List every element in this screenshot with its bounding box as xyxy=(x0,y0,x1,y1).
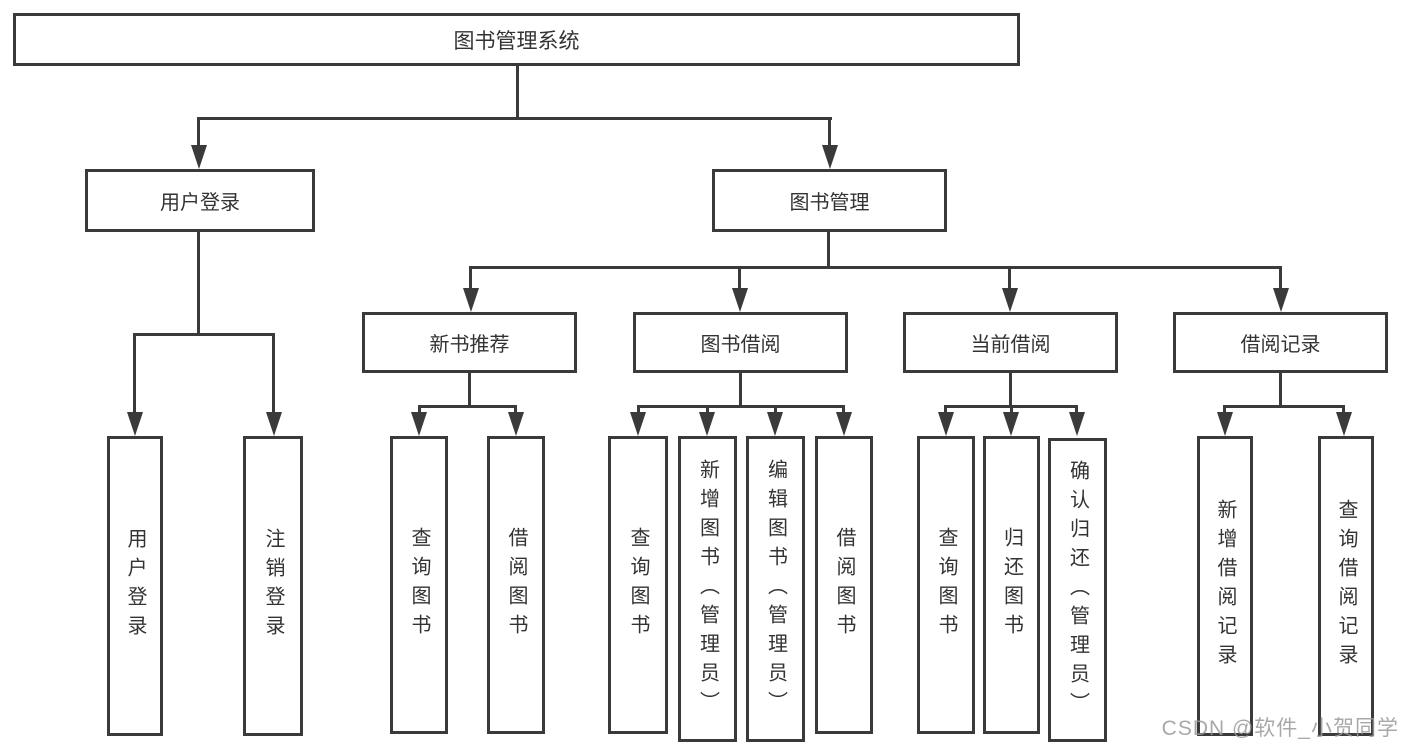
node-label: 查询借阅记录 xyxy=(1335,499,1357,673)
node-label: 用户登录 xyxy=(124,528,146,644)
node-current-borrowing: 当前借阅 xyxy=(903,312,1118,373)
connector-drop-leaf-user-login xyxy=(133,335,136,413)
node-label: 确认归还（管理员） xyxy=(1066,459,1089,721)
node-label: 图书管理系统 xyxy=(453,29,580,53)
leaf-user-login: 用户登录 xyxy=(107,436,163,736)
connector-drop-cb-confirm xyxy=(1075,407,1078,415)
connector-drop-bb-lend xyxy=(842,407,845,415)
node-new-book-recommendation: 新书推荐 xyxy=(362,312,577,373)
arrowhead-bb-query xyxy=(630,412,646,436)
node-label: 查询图书 xyxy=(408,527,430,643)
connector-root-stem xyxy=(516,66,519,120)
arrowhead-cb-query xyxy=(938,412,954,436)
node-label: 归还图书 xyxy=(1000,527,1023,643)
connector-drop-bb-add xyxy=(706,407,709,415)
node-root-library-management-system: 图书管理系统 xyxy=(13,13,1020,66)
arrowhead-new-book-rec xyxy=(463,288,479,312)
connector-drop-bb-query xyxy=(637,407,640,415)
csdn-watermark: CSDN @软件_小贺同学 xyxy=(1161,717,1399,740)
leaf-current-query-books: 查询图书 xyxy=(917,436,975,734)
arrowhead-nb-borrow xyxy=(508,412,524,436)
node-label: 借阅图书 xyxy=(505,527,527,643)
connector-mgmt-crossbar xyxy=(469,266,1282,269)
arrowhead-cb-return xyxy=(1003,412,1019,436)
node-label: 注销登录 xyxy=(262,528,284,644)
connector-drop-nb-borrow xyxy=(514,407,517,415)
connector-borrow-stem xyxy=(739,373,742,407)
connector-mgmt-stem xyxy=(827,231,830,269)
leaf-newrec-query-books: 查询图书 xyxy=(390,436,448,734)
node-book-management: 图书管理 xyxy=(712,169,947,232)
connector-root-crossbar xyxy=(197,117,832,120)
connector-drop-user-login xyxy=(197,119,200,147)
connector-drop-cb-return xyxy=(1010,407,1013,415)
connector-drop-nb-query xyxy=(418,407,421,415)
leaf-records-add-record: 新增借阅记录 xyxy=(1197,436,1253,736)
leaf-borrow-add-books-admin: 新增图书（管理员） xyxy=(678,436,737,742)
connector-drop-book-borrow xyxy=(738,268,741,290)
node-label: 借阅记录 xyxy=(1240,334,1321,356)
connector-newrec-crossbar xyxy=(418,405,517,408)
connector-user-crossbar xyxy=(133,333,275,336)
node-label: 编辑图书（管理员） xyxy=(764,458,787,720)
node-label: 借阅图书 xyxy=(833,527,855,643)
node-label: 当前借阅 xyxy=(970,334,1051,356)
leaf-borrow-edit-books-admin: 编辑图书（管理员） xyxy=(746,436,805,742)
arrowhead-borrow-records xyxy=(1273,288,1289,312)
arrowhead-nb-query xyxy=(411,412,427,436)
connector-newrec-stem xyxy=(468,373,471,407)
arrowhead-book-borrow xyxy=(732,288,748,312)
connector-drop-leaf-logout xyxy=(272,335,275,413)
arrowhead-leaf-user-login xyxy=(127,412,143,436)
arrowhead-bb-lend xyxy=(836,412,852,436)
node-user-login: 用户登录 xyxy=(85,169,315,232)
arrowhead-user-login xyxy=(191,145,207,169)
arrowhead-leaf-logout xyxy=(266,412,282,436)
connector-drop-book-mgmt xyxy=(828,119,831,147)
node-book-borrowing: 图书借阅 xyxy=(633,312,848,373)
arrowhead-rc-add xyxy=(1217,412,1233,436)
arrowhead-book-mgmt xyxy=(822,145,838,169)
connector-drop-new-book-rec xyxy=(469,268,472,290)
arrowhead-rc-query xyxy=(1336,412,1352,436)
node-label: 查询图书 xyxy=(935,527,957,643)
node-label: 新增借阅记录 xyxy=(1214,499,1236,673)
leaf-logout: 注销登录 xyxy=(243,436,303,736)
connector-borrow-crossbar xyxy=(637,405,845,408)
node-label: 图书管理 xyxy=(789,192,870,214)
node-label: 查询图书 xyxy=(627,527,649,643)
node-label: 用户登录 xyxy=(160,192,240,214)
arrowhead-bb-add xyxy=(699,412,715,436)
connector-user-stem xyxy=(197,231,200,335)
leaf-records-query-record: 查询借阅记录 xyxy=(1318,436,1374,736)
node-label: 新增图书（管理员） xyxy=(696,458,719,720)
leaf-borrow-lend-books: 借阅图书 xyxy=(815,436,873,734)
leaf-current-confirm-return-admin: 确认归还（管理员） xyxy=(1048,438,1107,742)
node-label: 新书推荐 xyxy=(429,334,510,356)
node-borrowing-records: 借阅记录 xyxy=(1173,312,1388,373)
leaf-newrec-borrow-books: 借阅图书 xyxy=(487,436,545,734)
arrowhead-cb-confirm xyxy=(1069,412,1085,436)
node-label: 图书借阅 xyxy=(700,334,781,356)
connector-current-stem xyxy=(1009,373,1012,407)
connector-drop-cb-query xyxy=(944,407,947,415)
leaf-borrow-query-books: 查询图书 xyxy=(608,436,668,734)
connector-records-crossbar xyxy=(1223,405,1345,408)
connector-drop-rc-query xyxy=(1342,407,1345,415)
connector-drop-borrow-records xyxy=(1279,268,1282,290)
connector-current-crossbar xyxy=(944,405,1078,408)
connector-drop-bb-edit xyxy=(774,407,777,415)
connector-records-stem xyxy=(1279,373,1282,407)
connector-drop-current-borrow xyxy=(1008,268,1011,290)
leaf-current-return-books: 归还图书 xyxy=(983,436,1040,734)
connector-drop-rc-add xyxy=(1223,407,1226,415)
arrowhead-bb-edit xyxy=(767,412,783,436)
arrowhead-current-borrow xyxy=(1002,288,1018,312)
